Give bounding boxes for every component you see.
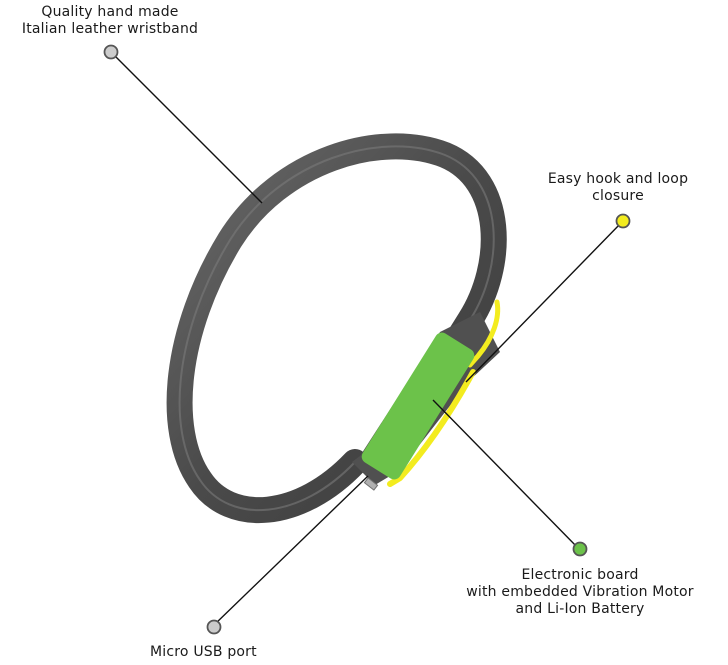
wristband-illustration — [166, 133, 507, 524]
leader-board — [432, 399, 580, 550]
callout-usb-line-1: Micro USB port — [150, 644, 257, 660]
dot-wristband — [103, 44, 119, 60]
callout-closure-line-2: closure — [592, 188, 644, 204]
callout-wristband-label: Quality hand made Italian leather wristb… — [10, 4, 210, 38]
wristband-inner-edge — [178, 145, 495, 512]
callout-board-label: Electronic board with embedded Vibration… — [440, 567, 720, 618]
callout-usb-label: Micro USB port — [150, 644, 257, 661]
dot-closure — [615, 213, 631, 229]
leader-wristband — [112, 53, 263, 204]
callout-dots — [103, 44, 631, 635]
leader-usb — [213, 475, 369, 626]
dot-usb — [206, 619, 222, 635]
callout-closure-line-1: Easy hook and loop — [547, 171, 689, 187]
electronic-board — [361, 332, 475, 480]
callout-board-line-1: Electronic board — [521, 567, 639, 583]
callout-board-line-3: and Li-Ion Battery — [515, 601, 645, 617]
callout-board-line-2: with embedded Vibration Motor — [466, 584, 694, 600]
callout-closure-label: Easy hook and loop closure — [528, 171, 708, 205]
dot-board — [572, 541, 588, 557]
wristband-loop — [166, 133, 507, 524]
closure-strip-upper — [467, 299, 501, 368]
leader-closure — [465, 221, 623, 383]
usb-port — [363, 477, 379, 491]
callout-wristband-line-1: Quality hand made — [41, 4, 179, 20]
leader-lines — [112, 53, 623, 626]
closure-strip-lower — [387, 369, 476, 487]
callout-wristband-line-2: Italian leather wristband — [21, 21, 199, 37]
